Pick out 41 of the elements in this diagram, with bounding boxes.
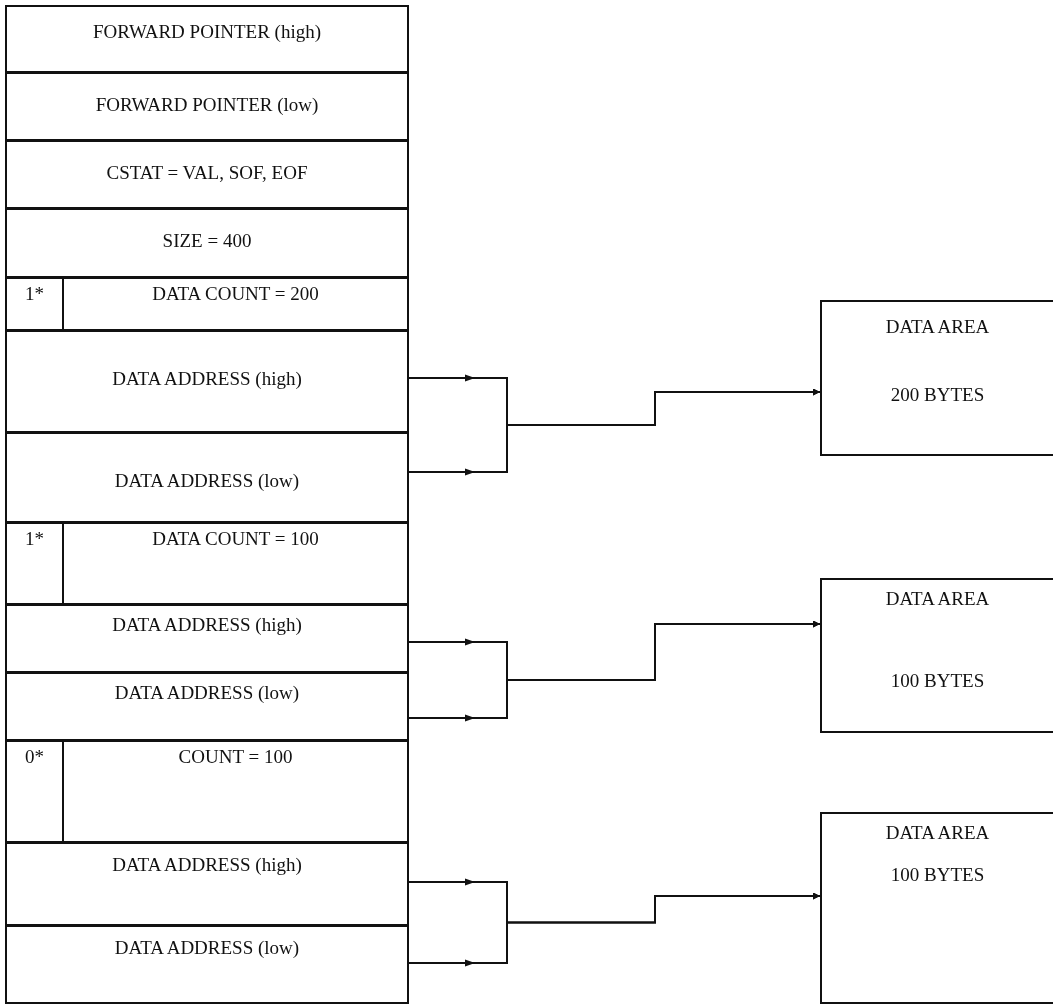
field-label: SIZE = 400	[161, 230, 253, 252]
field-label: DATA ADDRESS (high)	[111, 854, 303, 876]
field-label: FORWARD POINTER (low)	[94, 94, 320, 116]
field-label: DATA ADDRESS (low)	[113, 470, 301, 492]
flag-value: 0*	[24, 746, 45, 768]
table-row	[5, 672, 409, 741]
field-label: 100 BYTES	[889, 864, 986, 886]
field-label: 200 BYTES	[889, 384, 986, 406]
data-area-box	[820, 300, 1053, 456]
field-label: DATA ADDRESS (low)	[113, 682, 301, 704]
table-row	[5, 5, 409, 73]
arrow	[408, 892, 821, 967]
table-row	[5, 740, 409, 843]
flag-value: 1*	[24, 283, 45, 305]
field-label: DATA COUNT = 200	[151, 283, 320, 305]
data-area-box	[820, 578, 1053, 733]
table-row	[5, 842, 409, 926]
field-label: FORWARD POINTER (high)	[92, 21, 322, 43]
field-label: 100 BYTES	[889, 670, 986, 692]
field-label: DATA AREA	[884, 822, 991, 844]
data-area-box	[820, 812, 1053, 1004]
table-row	[5, 925, 409, 1004]
table-row	[5, 604, 409, 673]
table-row	[5, 522, 409, 605]
field-label: DATA ADDRESS (high)	[111, 368, 303, 390]
field-label: DATA ADDRESS (low)	[113, 937, 301, 959]
table-row	[5, 72, 409, 141]
arrow	[408, 620, 821, 722]
flag-value: 1*	[24, 528, 45, 550]
field-label: DATA AREA	[884, 588, 991, 610]
table-row	[5, 432, 409, 523]
field-label: COUNT = 100	[177, 746, 294, 768]
field-label: DATA COUNT = 100	[151, 528, 320, 550]
field-label: DATA AREA	[884, 316, 991, 338]
field-label: CSTAT = VAL, SOF, EOF	[105, 162, 309, 184]
table-row	[5, 208, 409, 278]
table-row	[5, 140, 409, 209]
field-label: DATA ADDRESS (high)	[111, 614, 303, 636]
arrow	[408, 388, 821, 476]
table-row	[5, 277, 409, 331]
table-row	[5, 330, 409, 433]
